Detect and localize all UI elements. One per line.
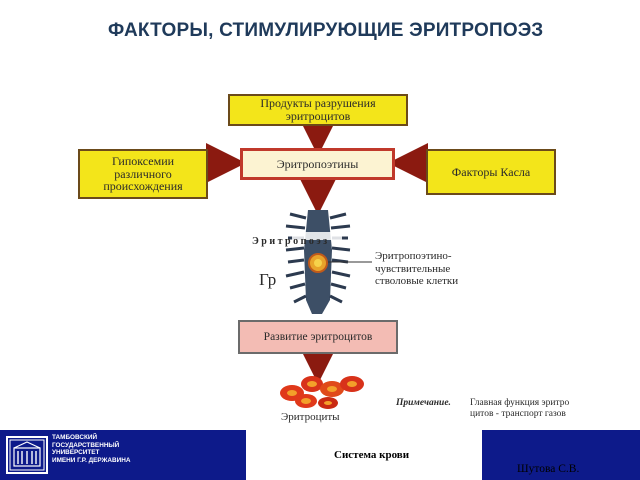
hypoxemia-label: Гипоксемии различного происхождения [103,154,183,194]
destruction-products-box: Продукты разрушения эритроцитов [228,94,408,126]
erythropoietins-box: Эритропоэтины [240,148,395,180]
stem-cell-column-illustration [285,210,372,314]
development-box: Развитие эритроцитов [238,320,398,354]
erythrocytes-illustration [280,376,364,409]
development-label: Развитие эритроцитов [263,330,373,343]
destruction-products-label: Продукты разрушения эритроцитов [260,96,376,123]
note-heading: Примечание. [396,398,451,408]
castle-factors-label: Факторы Касла [451,164,531,179]
castle-factors-box: Факторы Касла [426,149,556,195]
slide-title: ФАКТОРЫ, СТИМУЛИРУЮЩИЕ ЭРИТРОПОЭЗ [108,20,544,41]
erythropoietins-label: Эритропоэтины [276,156,359,171]
gr-label: Гр [259,270,277,289]
diagram-arrows [206,116,428,409]
footer-author: Шутова С.В. [517,463,580,475]
stem-cells-label: Эритропоэтино- чувствительные стволовые … [375,250,459,288]
university-name: ТАМБОВСКИЙ ГОСУДАРСТВЕННЫЙ УНИВЕРСИТЕТ И… [52,434,131,464]
hypoxemia-box: Гипоксемии различного происхождения [78,149,208,199]
note-text: Главная функция эритро цитов - транспорт… [470,398,570,419]
footer-topic-panel [246,430,482,480]
footer-topic: Система крови [334,449,410,461]
erythrocytes-label: Эритроциты [281,411,340,423]
university-logo-icon [6,436,48,474]
erythropoiesis-label: Э р и т р о п о э з [252,236,328,247]
